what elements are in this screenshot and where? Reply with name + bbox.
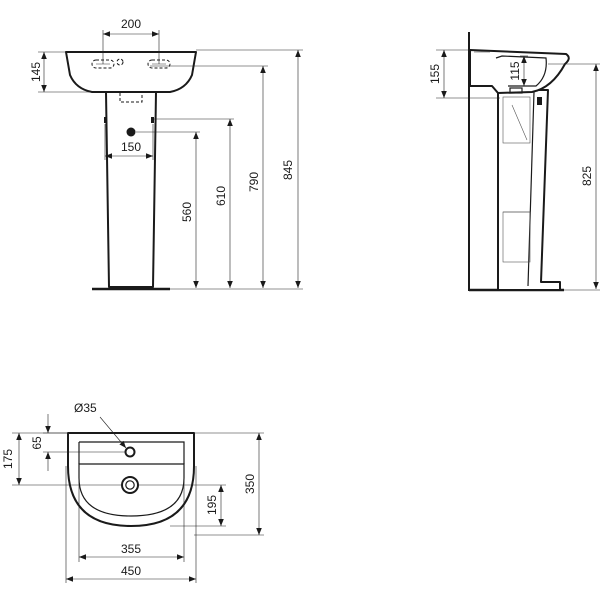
- dim-bowl-depth: 115: [508, 55, 528, 87]
- dim-pedestal-height-label: 825: [580, 166, 594, 186]
- dim-rim-height-label: 790: [247, 172, 261, 192]
- side-bowl-inner: [495, 55, 547, 87]
- dim-outlet-depth-label: 195: [205, 495, 219, 515]
- drain-inner: [125, 480, 135, 490]
- dim-deck-depth-label: 175: [1, 449, 15, 469]
- dim-tap-spacing-label: 200: [121, 17, 141, 31]
- dim-overall-height-label: 845: [281, 160, 295, 180]
- drain-outer: [121, 476, 139, 494]
- top-view: Ø35 65 175 195 350: [1, 401, 264, 583]
- dim-basin-height: 145: [29, 51, 92, 93]
- top-bowl-inner: [78, 463, 185, 517]
- dim-overall-depth: 350: [194, 432, 264, 536]
- dim-basin-height-label: 145: [29, 62, 43, 82]
- dim-overall-width-label: 450: [121, 564, 141, 578]
- basin-front: [65, 51, 197, 93]
- dim-supply-height: 610: [154, 118, 234, 288]
- side-view: 155 115 825: [428, 32, 600, 292]
- dim-tap-diameter: Ø35: [74, 401, 127, 449]
- dim-waste-height-label: 560: [180, 202, 194, 222]
- front-view: 200 145 150 560 610 7: [29, 17, 303, 291]
- dim-tap-height-label: 155: [428, 64, 442, 84]
- dim-bowl-width-label: 355: [121, 542, 141, 556]
- dim-rim-height: 790: [150, 65, 268, 288]
- dim-outlet-depth: 195: [138, 484, 226, 527]
- top-deck-inner: [79, 441, 185, 464]
- trap-outline: [119, 91, 143, 103]
- dim-overall-height: 845: [170, 49, 303, 290]
- dim-overall-depth-label: 350: [243, 474, 257, 494]
- dim-waste-height: 560: [136, 131, 200, 288]
- waste-outlet: [126, 127, 136, 137]
- side-basin: [469, 49, 570, 94]
- dim-pedestal-height: 825: [548, 63, 600, 291]
- dim-deck-depth: 175: [1, 432, 121, 486]
- dim-tap-offset-label: 65: [30, 436, 44, 450]
- supply-marker-left: [104, 117, 107, 123]
- side-trap-detail: [502, 87, 542, 263]
- pedestal-body: [105, 91, 157, 288]
- side-pedestal: [497, 89, 561, 291]
- dim-tap-spacing: 200: [102, 17, 160, 64]
- dim-bowl-depth-label: 115: [508, 61, 522, 80]
- dim-waste-spacing-label: 150: [121, 140, 141, 154]
- dim-overall-width: 450: [65, 466, 197, 583]
- dim-waste-spacing: 150: [104, 124, 154, 160]
- dim-tap-diameter-label: Ø35: [74, 401, 97, 415]
- supply-marker-right: [151, 117, 154, 123]
- tap-hole: [124, 446, 136, 458]
- dim-bowl-width: 355: [78, 478, 185, 562]
- dim-tap-height: 155: [428, 49, 500, 99]
- dim-supply-height-label: 610: [214, 186, 228, 206]
